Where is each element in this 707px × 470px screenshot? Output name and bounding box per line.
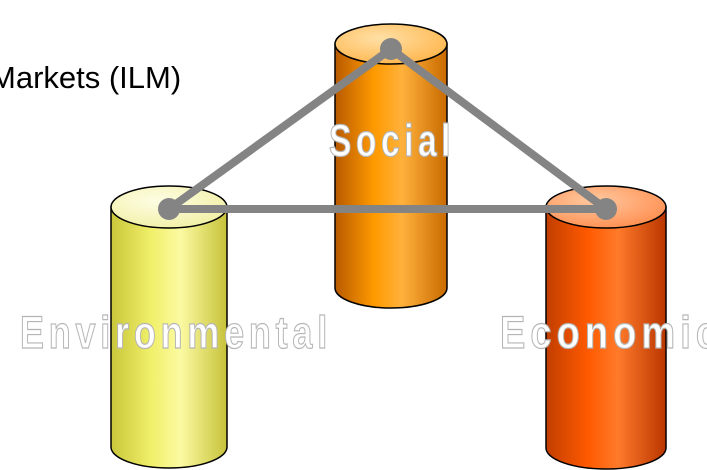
economic-cylinder-body (545, 206, 667, 470)
connector-triangle (158, 38, 617, 220)
connector-social-economic (387, 45, 610, 213)
environmental-label: Environmental (20, 307, 332, 358)
slide-title: Markets (ILM) (0, 60, 182, 95)
social-cylinder-body (334, 43, 448, 309)
social-label: Social (329, 115, 455, 166)
connector-social-environmental (165, 45, 395, 213)
economic-pillar (545, 185, 667, 470)
social-pillar (334, 23, 448, 309)
node-economic (595, 198, 617, 220)
environmental-cylinder-body (110, 206, 228, 469)
node-social (380, 38, 402, 60)
node-environmental (158, 198, 180, 220)
economic-label: Economic (500, 307, 707, 358)
